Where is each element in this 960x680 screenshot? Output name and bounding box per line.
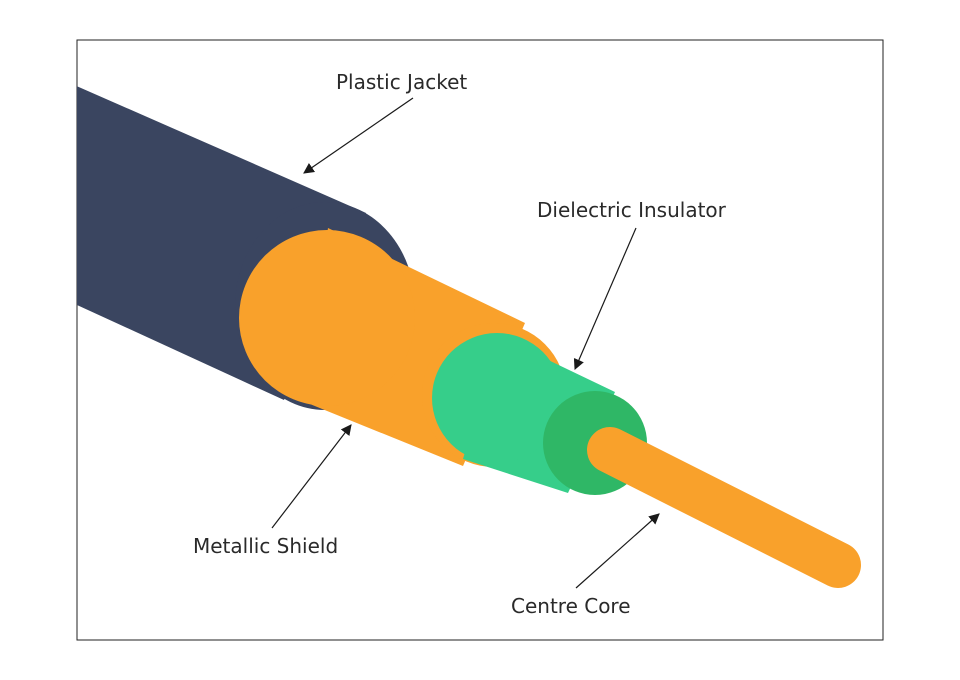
plastic-jacket-arrow xyxy=(303,97,414,174)
dielectric-insulator-arrow xyxy=(573,227,637,370)
centre-core-arrow xyxy=(575,513,660,589)
label-plastic-jacket: Plastic Jacket xyxy=(336,70,467,94)
dielectric-insulator xyxy=(432,333,647,495)
label-centre-core: Centre Core xyxy=(511,594,631,618)
label-metallic-shield: Metallic Shield xyxy=(193,534,338,558)
label-dielectric-insulator: Dielectric Insulator xyxy=(537,198,727,222)
metallic-shield-arrow xyxy=(271,424,352,529)
centre-core xyxy=(587,427,861,588)
